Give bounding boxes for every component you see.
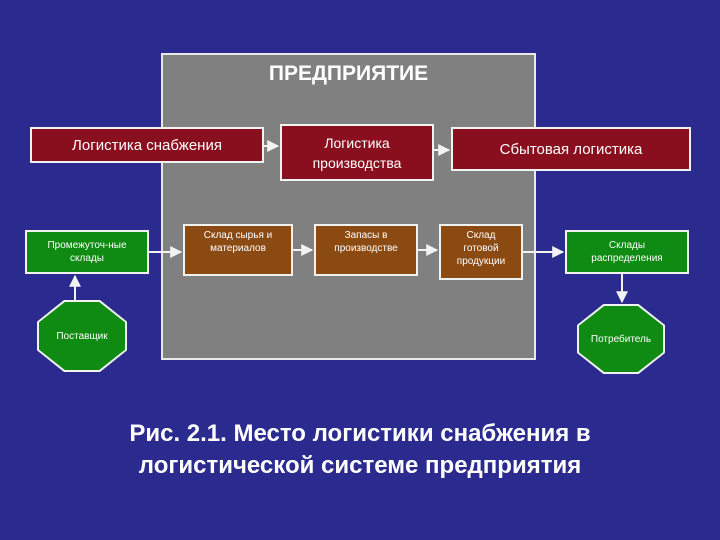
enterprise-box (161, 53, 536, 360)
figure-caption: Рис. 2.1. Место логистики снабжения в ло… (40, 418, 680, 482)
sales-logistics-header: Сбытовая логистика (451, 127, 691, 171)
caption-line-2: логистической системе предприятия (138, 452, 582, 479)
intermediate-warehouses-node: Промежуточ-ные склады (25, 230, 149, 274)
caption-line-1: Рис. 2.1. Место логистики снабжения в (129, 420, 591, 447)
supply-logistics-header: Логистика снабжения (30, 127, 264, 163)
enterprise-title: ПРЕДПРИЯТИЕ (268, 62, 429, 85)
work-in-progress-node: Запасы в производстве (314, 224, 418, 276)
distribution-warehouses-node: Склады распределения (565, 230, 689, 274)
raw-materials-warehouse-node: Склад сырья и материалов (183, 224, 293, 276)
finished-goods-warehouse-node: Склад готовой продукции (439, 224, 523, 280)
supplier-node: Поставщик (39, 302, 125, 370)
production-logistics-header: Логистика производства (280, 124, 434, 181)
consumer-node: Потребитель (579, 306, 663, 372)
